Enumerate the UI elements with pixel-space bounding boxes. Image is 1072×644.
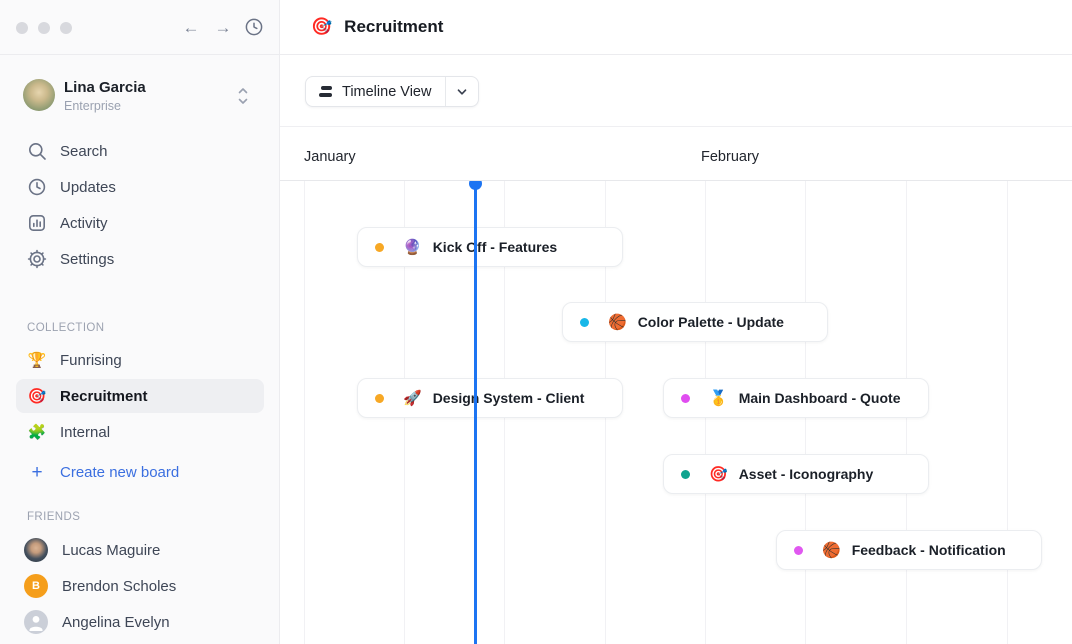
board-label: Recruitment (60, 387, 148, 405)
task-label: Asset - Iconography (738, 466, 874, 482)
forward-arrow-icon[interactable]: → (214, 18, 232, 37)
friend-item-lucas[interactable]: Lucas Maguire (0, 532, 280, 568)
status-dot (794, 545, 803, 555)
avatar: B (24, 574, 48, 598)
task-card-kick-off[interactable]: 🔮 Kick Off - Features (357, 227, 623, 267)
board-header: 🎯 Recruitment (280, 0, 1072, 55)
timeline-view-icon (319, 85, 332, 98)
status-dot (580, 317, 589, 327)
sidebar-item-label: Updates (60, 178, 116, 196)
board-label: Funrising (60, 351, 122, 369)
sidebar-item-label: Settings (60, 250, 115, 268)
avatar (24, 538, 48, 562)
task-label: Color Palette - Update (637, 314, 784, 330)
profile-switcher[interactable]: Lina Garcia Enterprise (0, 76, 280, 118)
avatar-initial: B (32, 580, 40, 592)
sidebar-item-activity[interactable]: Activity (0, 205, 280, 241)
window-control-dot[interactable] (60, 22, 72, 34)
sidebar-item-settings[interactable]: Settings (0, 241, 280, 277)
gridline (304, 181, 305, 644)
avatar (23, 79, 55, 111)
task-card-feedback[interactable]: 🏀 Feedback - Notification (776, 530, 1042, 570)
timeline-month-header: January February (280, 127, 1072, 181)
dart-target-icon: 🎯 (709, 466, 728, 483)
task-card-color-palette[interactable]: 🏀 Color Palette - Update (562, 302, 828, 342)
friends-list: Lucas Maguire B Brendon Scholes Angelina… (0, 532, 280, 640)
friend-name: Angelina Evelyn (62, 613, 170, 631)
collection-list: 🏆 Funrising 🎯 Recruitment 🧩 Internal (0, 342, 280, 450)
history-clock-icon[interactable] (243, 17, 265, 42)
task-label: Kick Off - Features (432, 239, 558, 255)
create-new-board-label: Create new board (60, 463, 180, 481)
gold-medal-icon: 🥇 (709, 390, 728, 407)
task-label: Feedback - Notification (851, 542, 1006, 558)
timeline-view-button[interactable]: Timeline View (306, 77, 445, 106)
chevron-down-icon (458, 88, 467, 95)
search-icon (29, 143, 46, 160)
profile-plan: Enterprise (64, 99, 121, 113)
chevron-up-down-icon[interactable] (236, 84, 250, 113)
window-control-dot[interactable] (16, 22, 28, 34)
sidebar-item-funrising[interactable]: 🏆 Funrising (0, 342, 280, 378)
gridline (1007, 181, 1008, 644)
task-card-asset[interactable]: 🎯 Asset - Iconography (663, 454, 929, 494)
task-label: Design System - Client (432, 390, 585, 406)
friends-section-header: FRIENDS (27, 511, 81, 523)
sidebar-item-recruitment[interactable]: 🎯 Recruitment (0, 378, 280, 414)
clock-icon (28, 178, 46, 196)
task-card-main-dashboard[interactable]: 🥇 Main Dashboard - Quote (663, 378, 929, 418)
month-label-january: January (304, 149, 356, 165)
window-control-dot[interactable] (38, 22, 50, 34)
profile-name: Lina Garcia (64, 79, 146, 96)
main-content: 🎯 Recruitment Timeline View January Febr… (280, 0, 1072, 644)
status-dot (681, 393, 690, 403)
friend-name: Lucas Maguire (62, 541, 161, 559)
back-arrow-icon[interactable]: ← (182, 18, 200, 37)
view-dropdown-button[interactable] (445, 77, 478, 106)
collection-section-header: COLLECTION (27, 322, 105, 334)
today-marker-dot[interactable] (469, 181, 482, 190)
friend-name: Brendon Scholes (62, 577, 177, 595)
gear-icon (27, 249, 47, 269)
sidebar-item-search[interactable]: Search (0, 133, 280, 169)
timeline-grid: 🔮 Kick Off - Features 🏀 Color Palette - … (280, 181, 1072, 644)
page-title: Recruitment (344, 17, 444, 36)
activity-icon (28, 214, 45, 231)
create-new-board-button[interactable]: + Create new board (0, 454, 280, 490)
puzzle-icon: 🧩 (27, 424, 47, 441)
status-dot (375, 393, 384, 403)
task-label: Main Dashboard - Quote (738, 390, 901, 406)
task-card-design-system[interactable]: 🚀 Design System - Client (357, 378, 623, 418)
view-switcher: Timeline View (305, 76, 480, 107)
view-label: Timeline View (342, 83, 432, 100)
sidebar: ← → Lina Garcia Enterprise (0, 0, 280, 644)
friend-item-brendon[interactable]: B Brendon Scholes (0, 568, 280, 604)
plus-icon: + (31, 461, 43, 483)
sidebar-nav: Search Updates Activity (0, 133, 280, 277)
rocket-icon: 🚀 (403, 390, 422, 407)
dart-target-icon: 🎯 (27, 388, 47, 405)
trophy-icon: 🏆 (27, 352, 47, 369)
sidebar-item-updates[interactable]: Updates (0, 169, 280, 205)
status-dot (375, 242, 384, 252)
friend-item-angelina[interactable]: Angelina Evelyn (0, 604, 280, 640)
dart-target-icon: 🎯 (311, 17, 333, 36)
toolbar: Timeline View (280, 55, 1072, 127)
sidebar-item-label: Activity (60, 214, 108, 232)
month-label-february: February (701, 149, 760, 165)
person-icon (29, 616, 43, 631)
crystal-ball-icon: 🔮 (403, 239, 422, 256)
avatar-placeholder (24, 610, 48, 634)
basketball-icon: 🏀 (608, 314, 627, 331)
status-dot (681, 469, 690, 479)
basketball-icon: 🏀 (822, 542, 841, 559)
sidebar-item-internal[interactable]: 🧩 Internal (0, 414, 280, 450)
sidebar-topbar: ← → (0, 0, 279, 55)
sidebar-item-label: Search (60, 142, 108, 160)
today-marker-line (474, 183, 477, 644)
board-label: Internal (60, 423, 111, 441)
